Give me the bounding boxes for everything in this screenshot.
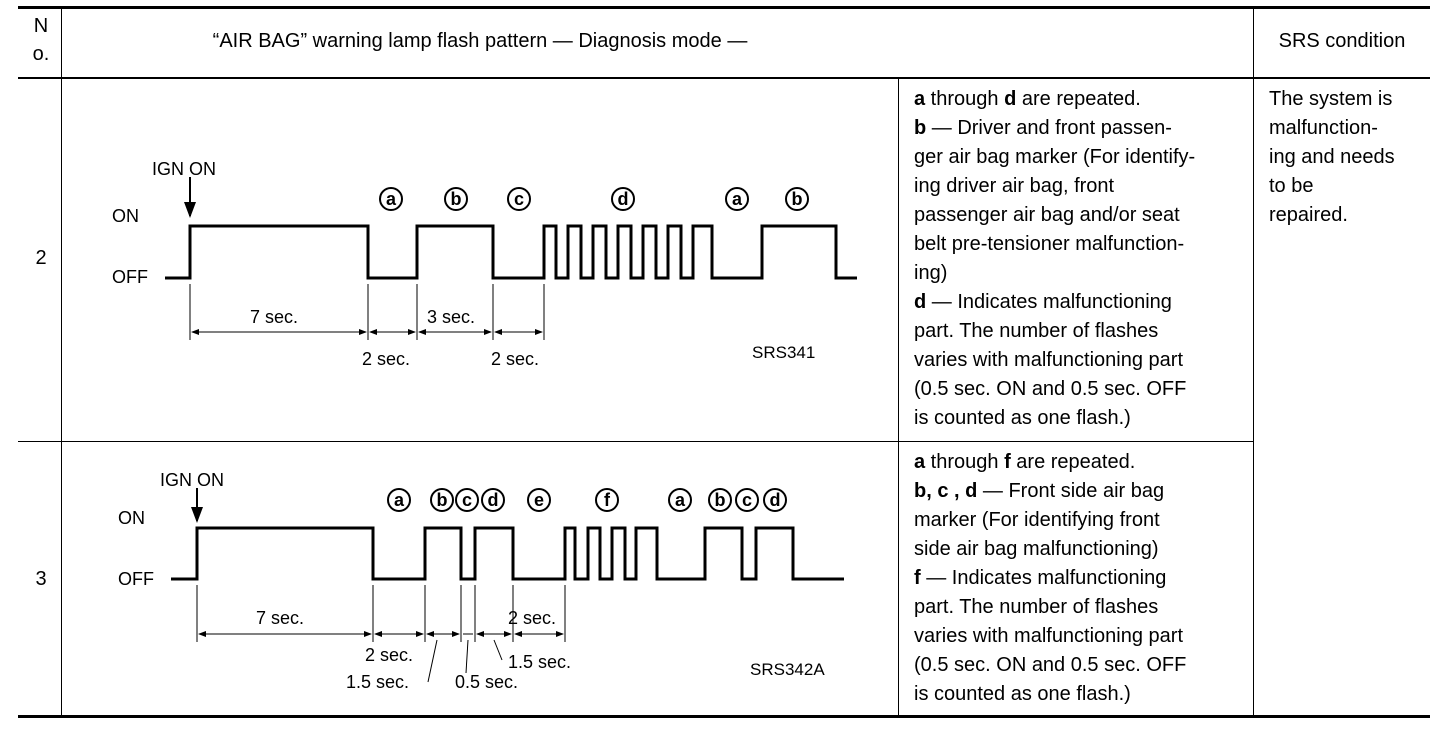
marker-c2: c [742,490,752,510]
markers: a b c d a b [379,187,809,211]
table-bottom-border [18,715,1430,718]
header-pattern: “AIR BAG” warning lamp flash pattern — D… [212,30,748,52]
row2-description: a through d are repeated. b — Driver and… [914,88,1196,429]
col-divider-3 [1253,6,1254,717]
marker-b2: b [715,490,726,510]
on-label: ON [112,206,139,226]
row-no-3: 3 [35,568,47,590]
marker-a: a [386,189,397,209]
row-divider [18,441,1254,442]
markers: a b c d e f a b c d [387,488,787,512]
off-label: OFF [118,569,154,589]
marker-d: d [488,490,499,510]
col-divider-1 [61,6,62,717]
svg-text:7 sec.: 7 sec. [256,608,304,628]
off-label: OFF [112,267,148,287]
flash-pattern-diagram-row2: IGN ON ON OFF a b c d a b 7 sec. 3 sec. … [112,159,857,369]
svg-text:1.5 sec.: 1.5 sec. [508,652,571,672]
row3-description: a through f are repeated. b, c , d — Fro… [914,451,1187,705]
signal-waveform [165,224,857,280]
marker-c: c [462,490,472,510]
header-condition: SRS condition [1278,30,1406,52]
marker-d2: d [770,490,781,510]
header-bottom-border [18,77,1430,79]
figure-code: SRS342A [750,660,825,679]
ign-on-label: IGN ON [152,159,216,179]
flash-pattern-diagram-row3: IGN ON ON OFF a b c d e f a b c d 7 sec.… [118,470,844,692]
svg-text:2 sec.: 2 sec. [508,608,556,628]
on-label: ON [118,508,145,528]
row-no-2: 2 [35,247,47,269]
marker-b: b [437,490,448,510]
marker-a2: a [675,490,686,510]
svg-text:2 sec.: 2 sec. [491,349,539,369]
svg-text:1.5 sec.: 1.5 sec. [346,672,409,692]
svg-text:0.5 sec.: 0.5 sec. [455,672,518,692]
figure-code: SRS341 [752,343,815,362]
signal-waveform [171,526,844,581]
svg-text:2 sec.: 2 sec. [362,349,410,369]
col-divider-2 [898,78,899,717]
marker-c: c [514,189,524,209]
svg-text:3 sec.: 3 sec. [427,307,475,327]
marker-b2: b [792,189,803,209]
svg-text:7 sec.: 7 sec. [250,307,298,327]
marker-a: a [394,490,405,510]
srs-condition: The system is malfunction- ing and needs… [1269,88,1395,226]
svg-text:2 sec.: 2 sec. [365,645,413,665]
marker-d: d [618,189,629,209]
table-top-border [18,6,1430,9]
marker-a2: a [732,189,743,209]
marker-e: e [534,490,544,510]
marker-b: b [451,189,462,209]
header-no: N o. [32,15,50,65]
marker-f: f [604,490,611,510]
ign-on-label: IGN ON [160,470,224,490]
